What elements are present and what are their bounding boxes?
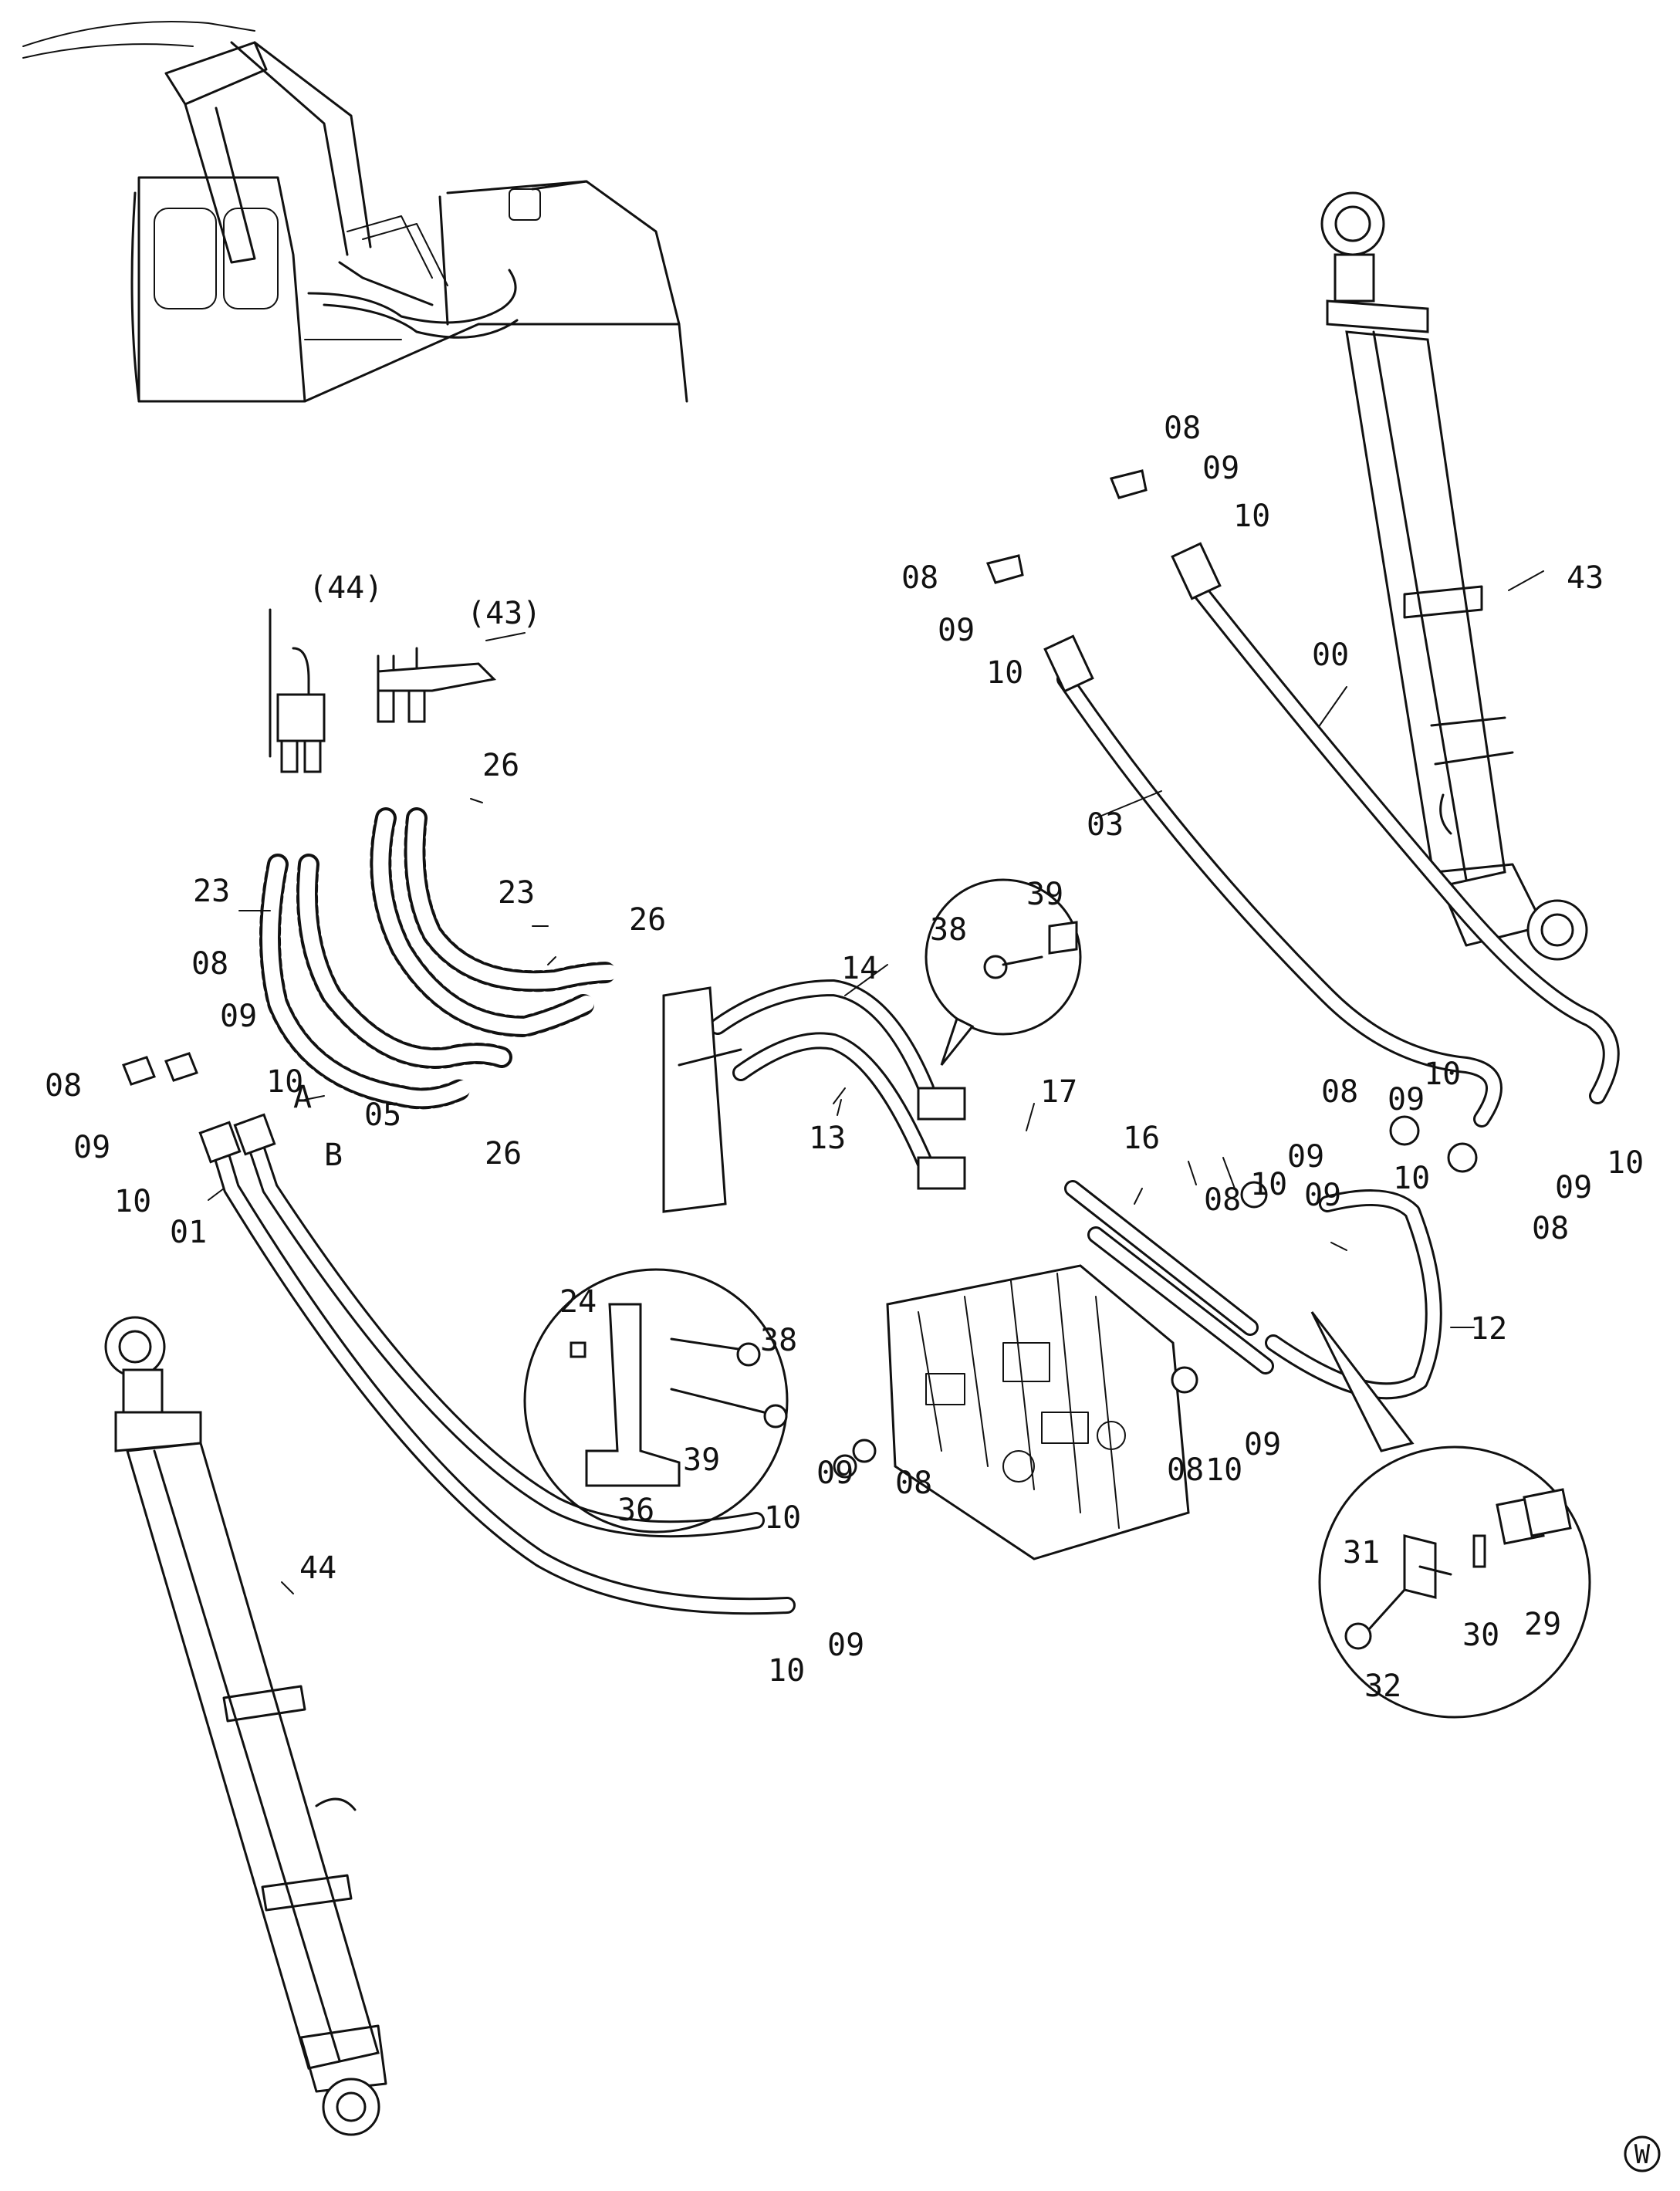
boom-cylinder-43 [1320,191,1588,961]
callout-08: 08 [901,560,938,596]
callout-09: 09 [220,999,257,1034]
callout-10: 10 [1607,1145,1644,1181]
callout-09: 09 [816,1456,854,1491]
control-valve [886,1264,1190,1560]
callout-10: 10 [1233,499,1270,534]
leader-lines [208,570,1544,1594]
callout-10: 10 [266,1064,303,1100]
callout-29: 29 [1524,1607,1561,1642]
pipe-bracket [662,986,966,1213]
corner-mark: W [1624,2135,1661,2172]
hose-03 [1043,634,1503,1128]
callout-43: 43 [1567,560,1604,596]
pipe-16 [1064,1180,1274,1374]
machine-overview-inset [22,21,688,403]
callout-08: 08 [191,946,228,982]
callout-26: 26 [629,902,666,938]
callout-08: 08 [1167,1452,1204,1488]
callout-08: 08 [1321,1074,1358,1110]
callout-03: 03 [1087,807,1124,843]
callout-09: 09 [1244,1427,1281,1462]
detail-circle-clamp-29 [1310,1311,1591,1719]
callout-17: 17 [1040,1074,1077,1110]
callout-44-ref: (44) [309,570,383,606]
callout-10: 10 [114,1184,151,1219]
callout-39: 39 [1026,877,1063,912]
detail-circle-clamp-39 [925,878,1082,1066]
callout-14: 14 [841,951,878,986]
callout-10: 10 [1424,1057,1461,1092]
callout-08: 08 [1164,411,1201,446]
callout-08: 08 [895,1466,932,1501]
callout-39: 39 [683,1442,720,1478]
detail-circle-bracket-36 [523,1268,789,1533]
callout-10: 10 [1205,1452,1242,1488]
callout-12: 12 [1470,1311,1507,1347]
callout-09: 09 [1287,1139,1324,1175]
callout-A: A [293,1080,312,1115]
flange-clamps-08 [122,469,1478,1479]
callout-08: 08 [45,1068,82,1104]
callout-10: 10 [768,1653,805,1689]
callout-09: 09 [827,1628,864,1663]
callout-38: 38 [760,1323,797,1358]
callout-10: 10 [764,1500,801,1536]
callout-31: 31 [1343,1535,1380,1571]
callout-43-ref: (43) [467,596,541,631]
callout-09: 09 [73,1130,110,1165]
callout-44: 44 [299,1550,336,1586]
callout-10: 10 [986,655,1023,691]
callout-09: 09 [1388,1082,1425,1117]
callout-09: 09 [938,613,975,648]
callout-10: 10 [1393,1161,1430,1196]
callout-01: 01 [170,1215,207,1250]
callout-26: 26 [485,1136,522,1172]
callout-08: 08 [1532,1211,1569,1246]
callout-09: 09 [1555,1170,1592,1205]
arm-cylinder-44 [104,1316,387,2136]
callout-10: 10 [1250,1167,1287,1202]
callout-B: B [324,1138,343,1173]
hose-12 [1265,1189,1442,1400]
callout-09: 09 [1202,451,1239,486]
hose-00 [1171,542,1620,1104]
corner-mark-letter: W [1634,2139,1651,2170]
pilot-hoses-23 [259,807,620,1110]
callout-23: 23 [193,874,230,909]
callout-24: 24 [559,1284,597,1320]
callout-16: 16 [1123,1121,1160,1156]
callout-32: 32 [1364,1669,1401,1704]
callout-38: 38 [930,912,967,948]
callout-30: 30 [1462,1618,1499,1653]
callout-13: 13 [809,1121,846,1156]
callout-00: 00 [1312,637,1349,673]
callout-36: 36 [617,1493,654,1528]
callout-26: 26 [482,748,519,783]
hose-01-05 [198,1113,796,1615]
callout-05: 05 [364,1097,401,1133]
callout-08: 08 [1204,1182,1241,1218]
callout-09: 09 [1304,1178,1341,1213]
pilot-block-44 [269,608,326,773]
callout-23: 23 [498,875,535,911]
pipes-13-14 [709,979,935,1174]
pilot-block-43 [377,647,497,723]
part-callouts: 01 03 00 05 A B 08 08 08 08 08 08 08 08 … [45,411,1644,1704]
